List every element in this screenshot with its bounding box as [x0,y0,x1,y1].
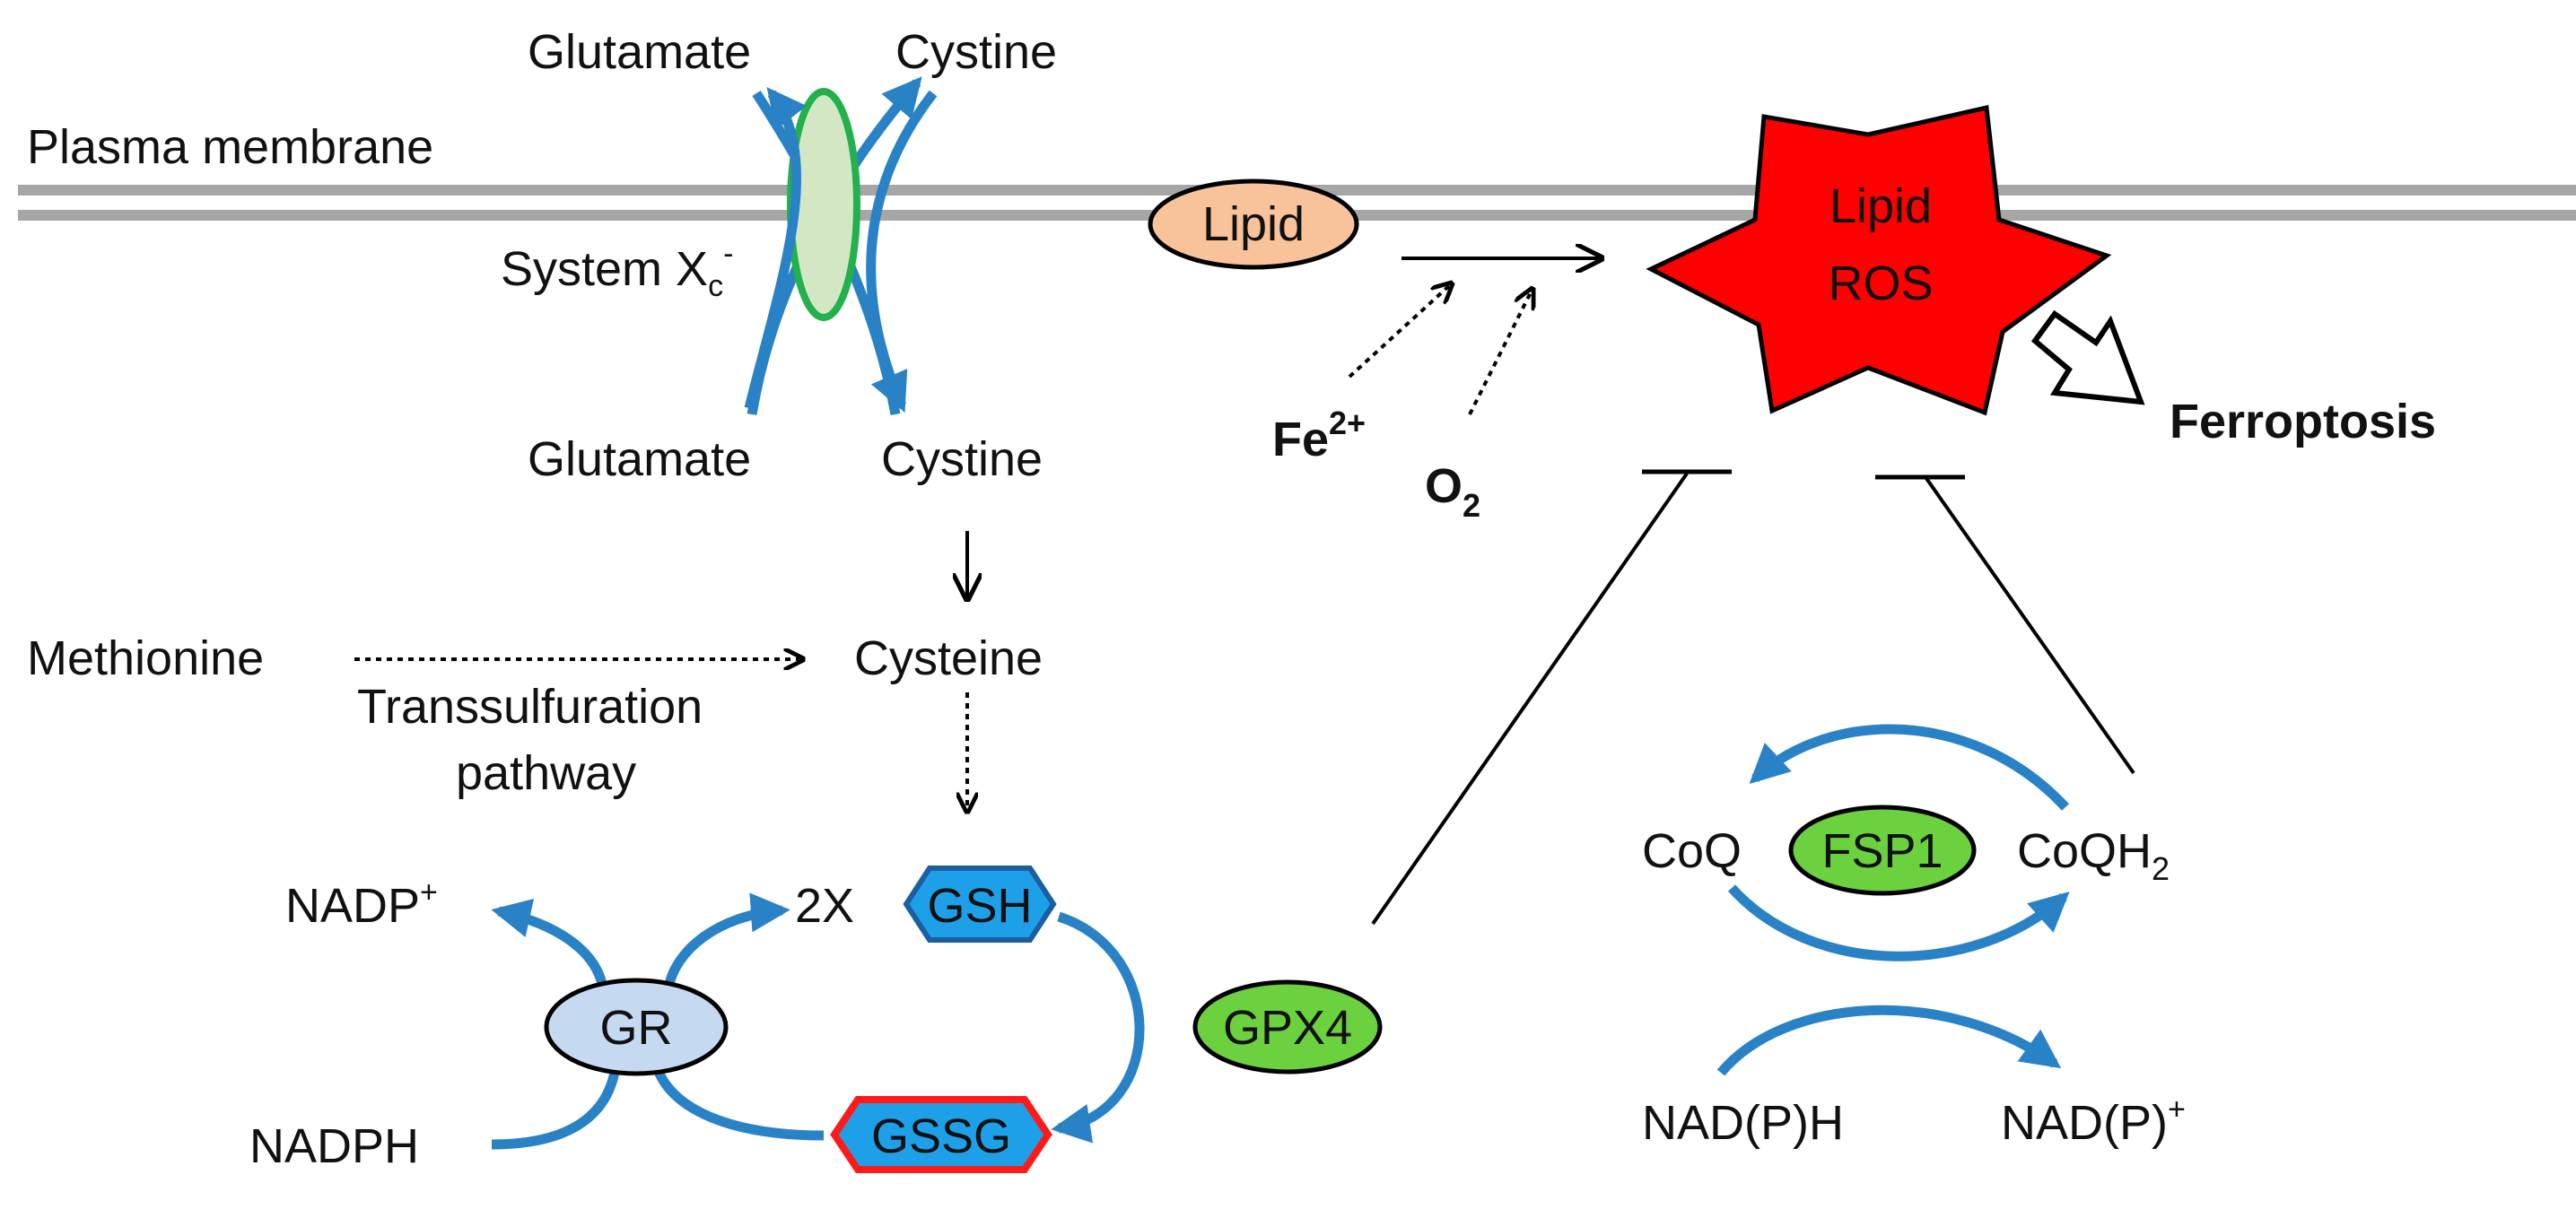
ferroptosis-arrow [2030,309,2145,405]
cysteine-label: Cysteine [854,631,1043,685]
gssg-to-gr-arrow [651,1065,825,1141]
fsp1-enzyme [1788,805,1977,896]
gr-label: GR [600,1001,673,1055]
cystine-outside-label: Cystine [895,25,1057,79]
gr-gsh-arrow [663,892,790,990]
gr-nadp-arrow [491,899,608,990]
cystine-import-arrow [866,90,938,413]
nadph-label: NADPH [249,1119,419,1173]
gpx4-enzyme [1192,979,1383,1074]
nadp-fsp1-label: NAD(P)+ [2001,1092,2186,1150]
glutamate-inside-label: Glutamate [528,432,751,486]
lipid-label: Lipid [1202,197,1305,251]
nadp-plus-label: NADP+ [285,875,438,933]
ferroptosis-label: Ferroptosis [2170,395,2436,448]
o2-label: O2 [1425,459,1480,524]
nadph-to-nadp-arrow [1716,1005,2062,1076]
glutamate-export-arrow [744,87,808,410]
fsp1-label: FSP1 [1821,824,1943,878]
gssg-label: GSSG [871,1109,1011,1163]
gpx4-label: GPX4 [1223,1001,1352,1055]
gsh-node [903,866,1057,943]
transsulfuration-label-line1: Transsulfuration [357,680,703,734]
coqh2-label: CoQH2 [2017,824,2170,887]
lipid-node [1148,178,1359,270]
system-xc-label: System Xc- [501,237,733,303]
gsh-to-gssg-arrow [1051,911,1145,1144]
two-x-label: 2X [795,879,854,933]
fsp1-inhibition-line [1924,475,2135,775]
cystine-inside-label: Cystine [881,432,1043,486]
transsulfuration-label-line2: pathway [456,746,636,800]
fe-label: Fe2+ [1272,405,1366,466]
gssg-node [830,1096,1052,1173]
gr-enzyme [544,978,729,1076]
fe-dotted-arrow [1348,283,1452,378]
coq-label: CoQ [1642,824,1742,878]
glutamate-outside-label: Glutamate [528,25,751,79]
nadph-fsp1-label: NAD(P)H [1642,1096,1844,1150]
gpx4-inhibition-line [1371,472,1689,926]
lipid-ros-label-line1: Lipid [1829,179,1932,233]
o2-dotted-arrow [1468,289,1533,415]
gsh-label: GSH [927,879,1032,933]
nadph-to-gr-arrow [491,1066,621,1150]
coqh2-to-coq-arrow [1749,724,2070,811]
methionine-label: Methionine [27,631,264,685]
coq-to-coqh2-arrow [1727,884,2070,961]
plasma-membrane-label: Plasma membrane [27,120,433,174]
lipid-ros-star [1646,104,2112,416]
lipid-ros-label-line2: ROS [1828,257,1933,310]
system-xc-transporter [747,76,922,415]
